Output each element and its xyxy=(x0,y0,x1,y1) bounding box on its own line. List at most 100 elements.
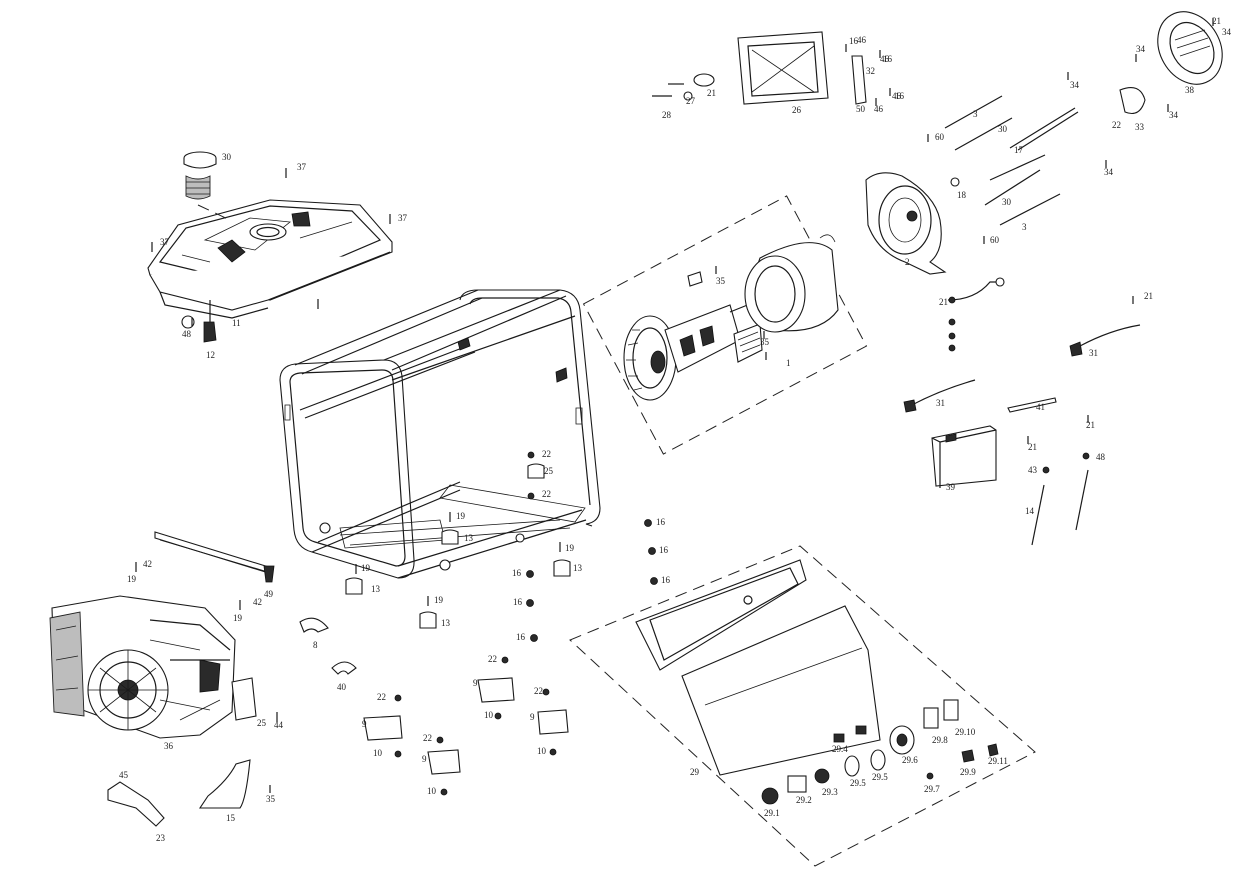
part-label-p29_4: 29.4 xyxy=(832,744,848,754)
hardware xyxy=(135,18,1214,796)
part-label-p34c: 34 xyxy=(1169,110,1179,120)
part-label-p33: 33 xyxy=(1135,122,1145,132)
part-label-p27: 27 xyxy=(686,96,696,106)
part-label-p25b: 25 xyxy=(257,718,267,728)
part-label-p16d: 16 xyxy=(512,568,522,578)
part-label-p29_9: 29.9 xyxy=(960,767,976,777)
part-label-p10c: 10 xyxy=(537,746,547,756)
part-label-p37b: 37 xyxy=(398,213,408,223)
part-label-p28: 28 xyxy=(662,110,672,120)
part-label-p21c: 21 xyxy=(1086,420,1095,430)
part-label-p29_2: 29.2 xyxy=(796,795,812,805)
bracket-50 xyxy=(851,55,867,105)
part-label-p29_5a: 29.5 xyxy=(850,778,866,788)
part-label-p16a: 16 xyxy=(656,517,666,527)
part-label-p43: 43 xyxy=(1028,465,1038,475)
part-label-p10b: 10 xyxy=(484,710,494,720)
part-label-p32: 32 xyxy=(866,66,875,76)
part-label-p22f: 22 xyxy=(423,733,432,743)
part-label-p34d: 34 xyxy=(1136,44,1146,54)
part-label-p21e: 21 xyxy=(1212,16,1221,26)
bracket-23 xyxy=(107,781,165,827)
part-label-p21d: 21 xyxy=(1028,442,1037,452)
part-label-p46d: 46 xyxy=(874,104,884,114)
part-label-p22c: 22 xyxy=(488,654,497,664)
part-label-p60a: 60 xyxy=(935,132,945,142)
part-label-p29_3: 29.3 xyxy=(822,787,838,797)
part-label-p16g: 16 xyxy=(849,36,859,46)
part-label-p15: 15 xyxy=(226,813,236,823)
part-label-p30a: 30 xyxy=(222,152,232,162)
part-label-p2: 2 xyxy=(905,257,910,267)
control-panel-box xyxy=(635,559,807,671)
part-label-p11: 11 xyxy=(232,318,241,328)
part-label-p19d: 19 xyxy=(565,543,575,553)
part-label-p12: 12 xyxy=(206,350,215,360)
part-label-p60b: 60 xyxy=(990,235,1000,245)
part-label-p35c: 35 xyxy=(266,794,276,804)
part-label-p46b: 46 xyxy=(880,54,890,64)
heat-shield-15 xyxy=(198,759,251,809)
fuel-tank xyxy=(147,199,393,319)
part-label-p9c: 9 xyxy=(530,712,535,722)
part-label-p37c: 37 xyxy=(160,237,170,247)
part-label-p29_11: 29.11 xyxy=(988,756,1008,766)
part-label-p41: 41 xyxy=(1036,402,1045,412)
part-label-p17: 17 xyxy=(1014,145,1024,155)
part-label-p14: 14 xyxy=(1025,506,1035,516)
part-label-p16i: 16 xyxy=(895,91,905,101)
part-label-p39: 39 xyxy=(946,482,956,492)
leader-line xyxy=(197,204,231,221)
part-label-p36: 36 xyxy=(164,741,174,751)
part-label-p18: 18 xyxy=(957,190,967,200)
part-label-p50: 50 xyxy=(856,104,866,114)
part-label-p16h: 16 xyxy=(883,54,893,64)
part-label-p22a: 22 xyxy=(542,449,551,459)
part-label-p10d: 10 xyxy=(427,786,437,796)
part-label-p19a: 19 xyxy=(127,574,137,584)
bolts-28-27 xyxy=(652,73,715,101)
fuel-valve xyxy=(181,300,217,343)
part-label-p48a: 48 xyxy=(182,329,192,339)
part-label-p21f: 21 xyxy=(707,88,716,98)
part-label-p46c: 46 xyxy=(892,91,902,101)
part-label-p16e: 16 xyxy=(513,597,523,607)
part-label-p42b: 42 xyxy=(253,597,262,607)
part-label-p40: 40 xyxy=(337,682,347,692)
part-label-p34e: 34 xyxy=(1222,27,1232,37)
control-panel-face xyxy=(681,605,881,776)
part-label-p29_6: 29.6 xyxy=(902,755,918,765)
part-label-p8: 8 xyxy=(313,640,318,650)
part-label-p19b: 19 xyxy=(233,613,243,623)
part-number-labels: 1233899991010101011121313131314151616161… xyxy=(119,16,1232,843)
part-label-p23: 23 xyxy=(156,833,166,843)
part-label-p21b: 21 xyxy=(939,297,948,307)
part-label-p29_5b: 29.5 xyxy=(872,772,888,782)
part-label-p35b: 35 xyxy=(760,337,770,347)
control-panel-group-outline xyxy=(569,545,1036,867)
air-filter-cover xyxy=(231,677,257,721)
vibration-mounts xyxy=(299,463,571,775)
part-label-p3a: 3 xyxy=(973,109,978,119)
part-label-p42a: 42 xyxy=(143,559,152,569)
part-label-p16b: 16 xyxy=(659,545,669,555)
battery-cable xyxy=(903,324,1141,413)
part-label-p9d: 9 xyxy=(422,754,427,764)
part-label-p9a: 9 xyxy=(362,719,367,729)
part-label-p9b: 9 xyxy=(473,678,478,688)
part-label-p31a: 31 xyxy=(936,398,945,408)
part-label-p25a: 25 xyxy=(544,466,554,476)
part-label-p10a: 10 xyxy=(373,748,383,758)
part-label-p19e: 19 xyxy=(361,563,371,573)
stator xyxy=(744,234,839,333)
part-label-p48b: 48 xyxy=(1096,452,1106,462)
part-label-p13d: 13 xyxy=(573,563,583,573)
part-label-p46a: 46 xyxy=(857,35,867,45)
part-label-p21a: 21 xyxy=(1144,291,1153,301)
fuel-strainer xyxy=(185,175,211,200)
part-label-p16f: 16 xyxy=(516,632,526,642)
ground-wire xyxy=(947,277,1005,301)
part-label-p19c: 19 xyxy=(456,511,466,521)
part-label-p26: 26 xyxy=(792,105,802,115)
battery-rods xyxy=(1031,469,1089,546)
